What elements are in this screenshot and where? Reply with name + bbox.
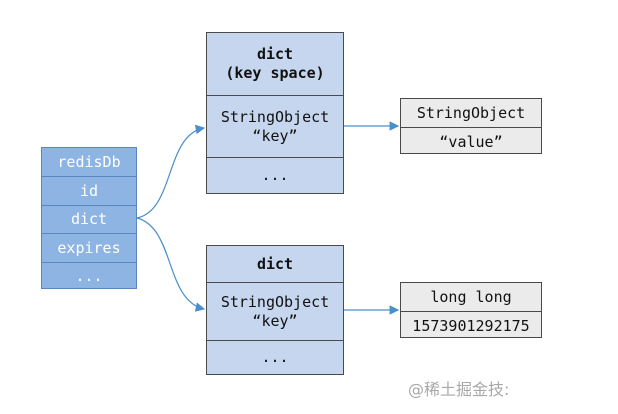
- dict-expires-entry: StringObject “key”: [207, 282, 343, 340]
- redisdb-struct: redisDb id dict expires ...: [41, 147, 137, 289]
- dict-expires-more: ...: [207, 340, 343, 374]
- redisdb-field-id: id: [42, 176, 136, 204]
- dict-keyspace-entry-type: StringObject: [220, 107, 330, 126]
- value-stringobject-header: StringObject: [416, 104, 526, 122]
- dict-keyspace: dict (key space) StringObject “key” ...: [206, 32, 344, 194]
- value-stringobject-value: “value”: [401, 127, 541, 155]
- watermark: @稀土掘金技:: [408, 380, 510, 399]
- value-longlong-header: long long: [430, 288, 512, 306]
- value-stringobject: StringObject “value”: [400, 98, 542, 154]
- dict-keyspace-title-line2: (key space): [225, 64, 325, 82]
- redisdb-field-name: redisDb: [57, 153, 121, 172]
- dict-expires-entry-type: StringObject: [220, 292, 330, 311]
- dict-keyspace-title: dict (key space): [207, 33, 343, 95]
- dict-keyspace-entry: StringObject “key”: [207, 95, 343, 157]
- redisdb-field-expires: expires: [42, 233, 136, 261]
- dict-keyspace-more: ...: [207, 157, 343, 193]
- dict-keyspace-entry-key: “key”: [252, 126, 298, 145]
- dict-expires-entry-key: “key”: [252, 311, 298, 330]
- dict-keyspace-title-line1: dict: [256, 45, 294, 63]
- value-longlong-value: 1573901292175: [401, 311, 541, 339]
- dict-expires-title: dict: [256, 254, 294, 273]
- arrow-expires-to-dict: [136, 217, 206, 312]
- arrow-dict-to-keyspace: [136, 124, 206, 219]
- redisdb-field-more: ...: [42, 261, 136, 290]
- redisdb-field-dict: dict: [42, 204, 136, 233]
- value-longlong: long long 1573901292175: [400, 282, 542, 338]
- dict-expires: dict StringObject “key” ...: [206, 245, 344, 375]
